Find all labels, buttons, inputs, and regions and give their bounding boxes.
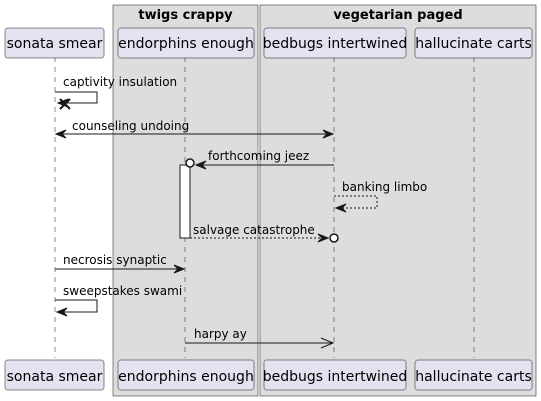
message-captivity-insulation: captivity insulation (55, 75, 177, 110)
arrowhead (317, 233, 330, 243)
participant-box (117, 359, 255, 391)
arrowhead (320, 337, 335, 349)
message-forthcoming-jeez: forthcoming jeez (185, 149, 334, 170)
participant-box (263, 359, 407, 391)
participant-foot[interactable]: sonata smear (4, 359, 105, 391)
message-line (55, 299, 98, 313)
participant-box (414, 359, 533, 391)
participant-label: hallucinate carts (415, 369, 532, 385)
participant-label: endorphins enough (118, 369, 254, 385)
arrowhead (54, 129, 67, 139)
message-label: counseling undoing (72, 119, 189, 133)
box-title: vegetarian paged (333, 8, 462, 23)
message-line (334, 195, 378, 209)
participant-label: bedbugs intertwined (263, 36, 408, 52)
destroy-mark (59, 98, 71, 110)
arrowhead (194, 160, 207, 170)
message-counseling-undoing: counseling undoing (54, 119, 335, 139)
participant-label: sonata smear (7, 36, 103, 52)
arrowhead (334, 203, 347, 213)
message-label: forthcoming jeez (208, 149, 309, 163)
participant-foot[interactable]: endorphins enough (117, 359, 255, 391)
message-salvage-catastrophe: salvage catastrophe (190, 223, 339, 243)
participant-box (414, 27, 533, 59)
circle-end (329, 233, 339, 243)
message-label: banking limbo (342, 180, 427, 194)
message-label: sweepstakes swami (63, 284, 182, 298)
participant-head[interactable]: hallucinate carts (414, 27, 533, 59)
participant-foot[interactable]: hallucinate carts (414, 359, 533, 391)
participant-label: bedbugs intertwined (263, 369, 408, 385)
activation-bar (179, 164, 191, 239)
participant-head[interactable]: bedbugs intertwined (263, 27, 408, 59)
arrowhead (322, 129, 335, 139)
circle-end (185, 158, 195, 168)
participant-label: hallucinate carts (415, 36, 532, 52)
message-harpy-ay: harpy ay (185, 327, 335, 349)
message-label: salvage catastrophe (193, 223, 315, 237)
arrowhead (55, 307, 68, 317)
box-title: twigs crappy (138, 8, 233, 23)
participant-label: sonata smear (7, 369, 103, 385)
participant-box (4, 359, 105, 391)
participant-head[interactable]: endorphins enough (117, 27, 255, 59)
message-line (55, 91, 98, 104)
arrowhead (173, 264, 186, 274)
message-label: captivity insulation (63, 75, 177, 89)
participant-box (4, 27, 105, 59)
message-necrosis-synaptic: necrosis synaptic (55, 253, 186, 274)
participant-head[interactable]: sonata smear (4, 27, 105, 59)
message-sweepstakes-swami: sweepstakes swami (55, 284, 182, 317)
participant-label: endorphins enough (118, 36, 254, 52)
box-background (259, 4, 537, 397)
participant-foot[interactable]: bedbugs intertwined (263, 359, 408, 391)
message-banking-limbo: banking limbo (334, 180, 427, 213)
message-label: harpy ay (194, 327, 247, 341)
participant-box (263, 27, 407, 59)
participant-box (117, 27, 255, 59)
message-label: necrosis synaptic (63, 253, 167, 267)
